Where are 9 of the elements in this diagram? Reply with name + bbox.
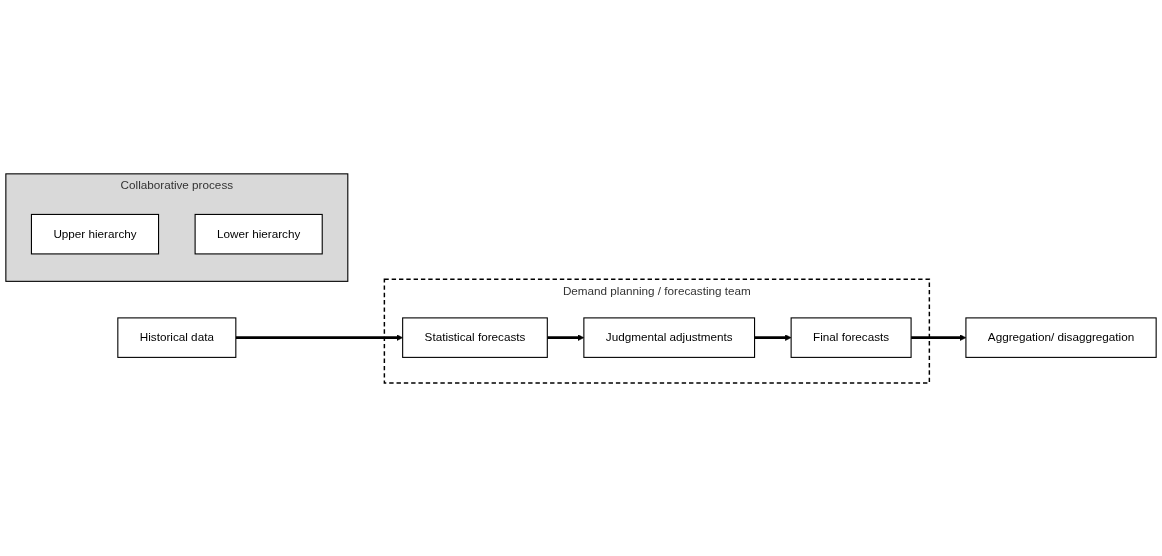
node-box: Final forecasts	[790, 316, 912, 358]
node-box: Aggregation/ disaggregation	[965, 316, 1157, 358]
node-box: Historical data	[117, 316, 237, 358]
arrow	[754, 334, 792, 341]
arrow	[235, 334, 403, 341]
node-box: Lower hierarchy	[194, 213, 323, 255]
node-box: Statistical forecasts	[402, 316, 548, 358]
node-box: Judgmental adjustments	[583, 316, 756, 358]
node-box: Upper hierarchy	[30, 213, 160, 255]
